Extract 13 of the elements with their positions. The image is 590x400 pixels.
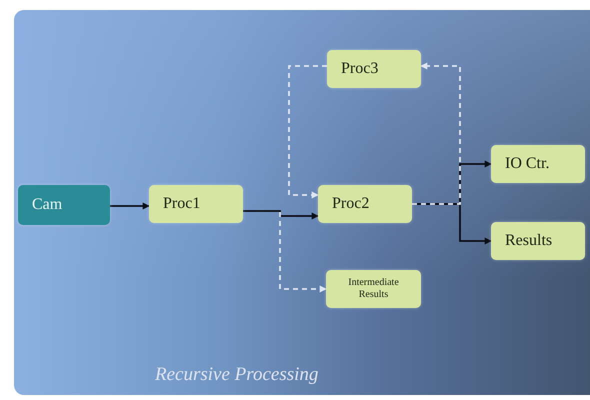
arrow	[279, 212, 327, 292]
arrow	[412, 62, 461, 205]
caption: Recursive Processing	[155, 364, 318, 386]
arrow	[243, 210, 319, 220]
source-box: Cam	[18, 185, 110, 225]
process-box: Proc3	[327, 50, 421, 88]
process-box: Proc2	[318, 185, 412, 223]
process-box: Intermediate Results	[326, 270, 421, 308]
process-box: IO Ctr.	[491, 145, 585, 183]
arrow	[288, 65, 327, 198]
process-box: Results	[491, 222, 585, 260]
process-box: Proc1	[149, 185, 243, 223]
arrow	[110, 202, 150, 210]
